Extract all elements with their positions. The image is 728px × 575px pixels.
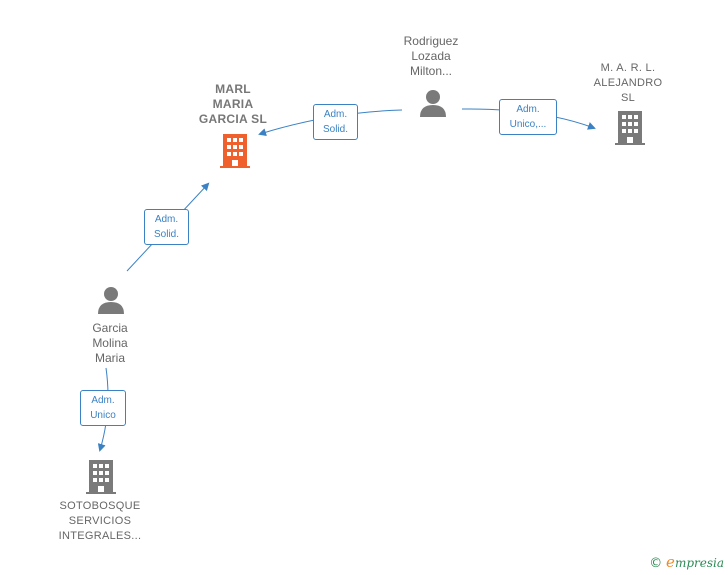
building-icon[interactable] [220, 134, 250, 168]
brand-name: mpresia [674, 556, 724, 570]
edge-label-rodriguez-marl-alejandro[interactable]: Adm. Unico,... [499, 99, 557, 135]
empresia-watermark[interactable]: © empresia [649, 553, 724, 571]
person-label-garcia-molina[interactable]: Garcia Molina Maria [92, 321, 128, 365]
company-label-marl-alejandro[interactable]: M. A. R. L. ALEJANDRO SL [593, 62, 663, 104]
person-label-rodriguez[interactable]: Rodriguez Lozada Milton... [403, 34, 459, 78]
brand-initial: e [666, 553, 675, 571]
edge-label-garcia-sotobosque[interactable]: Adm. Unico [80, 390, 126, 426]
building-icon[interactable] [615, 111, 645, 145]
edge-label-garcia-marl-maria[interactable]: Adm. Solid. [144, 209, 189, 245]
person-icon[interactable] [97, 286, 125, 314]
copyright-icon: © [649, 556, 663, 571]
company-label-sotobosque[interactable]: SOTOBOSQUE SERVICIOS INTEGRALES... [58, 500, 142, 542]
person-icon[interactable] [419, 89, 447, 117]
company-label-marl-maria[interactable]: MARL MARIA GARCIA SL [198, 82, 268, 126]
edge-label-rodriguez-marl-maria[interactable]: Adm. Solid. [313, 104, 358, 140]
building-icon[interactable] [86, 460, 116, 494]
